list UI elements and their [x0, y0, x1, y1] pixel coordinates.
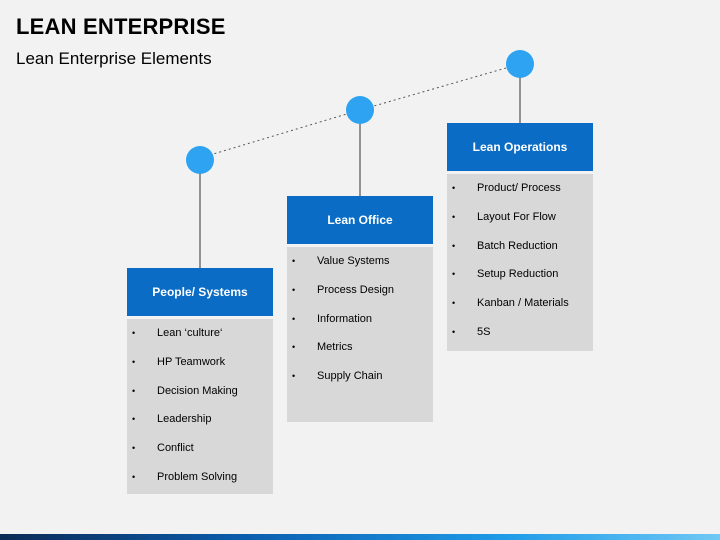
list-item: • Lean ‘culture‘ [127, 324, 273, 353]
bullet-icon: • [132, 385, 136, 396]
list-item-label: Value Systems [317, 255, 390, 267]
list-item: • Product/ Process [447, 179, 593, 208]
node-circle-2 [346, 96, 374, 124]
list-item: • Batch Reduction [447, 237, 593, 266]
bullet-icon: • [452, 326, 456, 337]
bullet-icon: • [452, 183, 456, 193]
column-people-systems: People/ Systems • Lean ‘culture‘ • HP Team… [127, 268, 273, 494]
bullet-icon: • [292, 342, 296, 353]
list-item-label: Supply Chain [317, 370, 383, 383]
list-item-label: Lean ‘culture‘ [157, 327, 223, 339]
column-header: People/ Systems [127, 268, 273, 316]
list-item-label: 5S [477, 325, 491, 338]
bullet-icon: • [292, 256, 296, 266]
node-circle-1 [186, 146, 214, 174]
footer-gradient-bar [0, 534, 720, 540]
bullet-icon: • [132, 414, 136, 425]
bullet-icon: • [292, 371, 296, 382]
list-item-label: Product/ Process [477, 182, 561, 194]
list-item: • 5S [447, 323, 593, 352]
list-item: • Metrics [287, 338, 433, 367]
list-item: • Kanban / Materials [447, 294, 593, 323]
list-item-label: Leadership [157, 413, 212, 426]
bullet-icon: • [132, 356, 136, 367]
list-item: • Information [287, 310, 433, 339]
bullet-icon: • [132, 443, 136, 454]
dotted-connector-1 [199, 109, 361, 159]
list-item-label: Conflict [157, 442, 194, 455]
slide-subtitle: Lean Enterprise Elements [16, 49, 212, 68]
list-item: • Leadership [127, 410, 273, 439]
bullet-icon: • [452, 269, 456, 280]
list-item-label: Information [317, 312, 373, 325]
column-header: Lean Operations [447, 123, 593, 171]
list-item-label: Metrics [317, 341, 353, 354]
column-lean-office: Lean Office • Value Systems • Process Desi… [287, 196, 433, 422]
column-body: • Value Systems • Process Design • Informat… [287, 247, 433, 422]
list-item-label: Layout For Flow [477, 210, 556, 223]
bullet-icon: • [132, 471, 136, 482]
column-body: • Lean ‘culture‘ • HP Teamwork • Decision M… [127, 319, 273, 494]
list-item-label: Process Design [317, 283, 395, 296]
column-body: • Product/ Process • Layout For Flow • Batc… [447, 174, 593, 351]
list-item-label: Decision Making [157, 384, 238, 397]
list-item-label: Batch Reduction [477, 239, 558, 252]
list-item-label: Kanban / Materials [477, 297, 569, 310]
column-header: Lean Office [287, 196, 433, 244]
list-item: • Decision Making [127, 382, 273, 411]
list-item-label: Problem Solving [157, 470, 238, 483]
bullet-icon: • [132, 328, 136, 338]
list-item: • Value Systems [287, 252, 433, 281]
list-item: • Supply Chain [287, 367, 433, 396]
bullet-icon: • [452, 211, 456, 222]
dotted-connector-2 [359, 63, 521, 111]
list-item: • Layout For Flow [447, 208, 593, 237]
list-item: • Setup Reduction [447, 265, 593, 294]
bullet-icon: • [452, 240, 456, 251]
list-item: • HP Teamwork [127, 353, 273, 382]
list-item: • Problem Solving [127, 468, 273, 497]
list-item: • Conflict [127, 439, 273, 468]
bullet-icon: • [292, 284, 296, 295]
list-item: • Process Design [287, 281, 433, 310]
list-item-label: HP Teamwork [157, 355, 226, 368]
slide-title: LEAN ENTERPRISE [16, 14, 226, 39]
list-item-label: Setup Reduction [477, 268, 559, 281]
bullet-icon: • [292, 313, 296, 324]
column-lean-operations: Lean Operations • Product/ Process • Layou… [447, 123, 593, 351]
bullet-icon: • [452, 298, 456, 309]
node-circle-3 [506, 50, 534, 78]
